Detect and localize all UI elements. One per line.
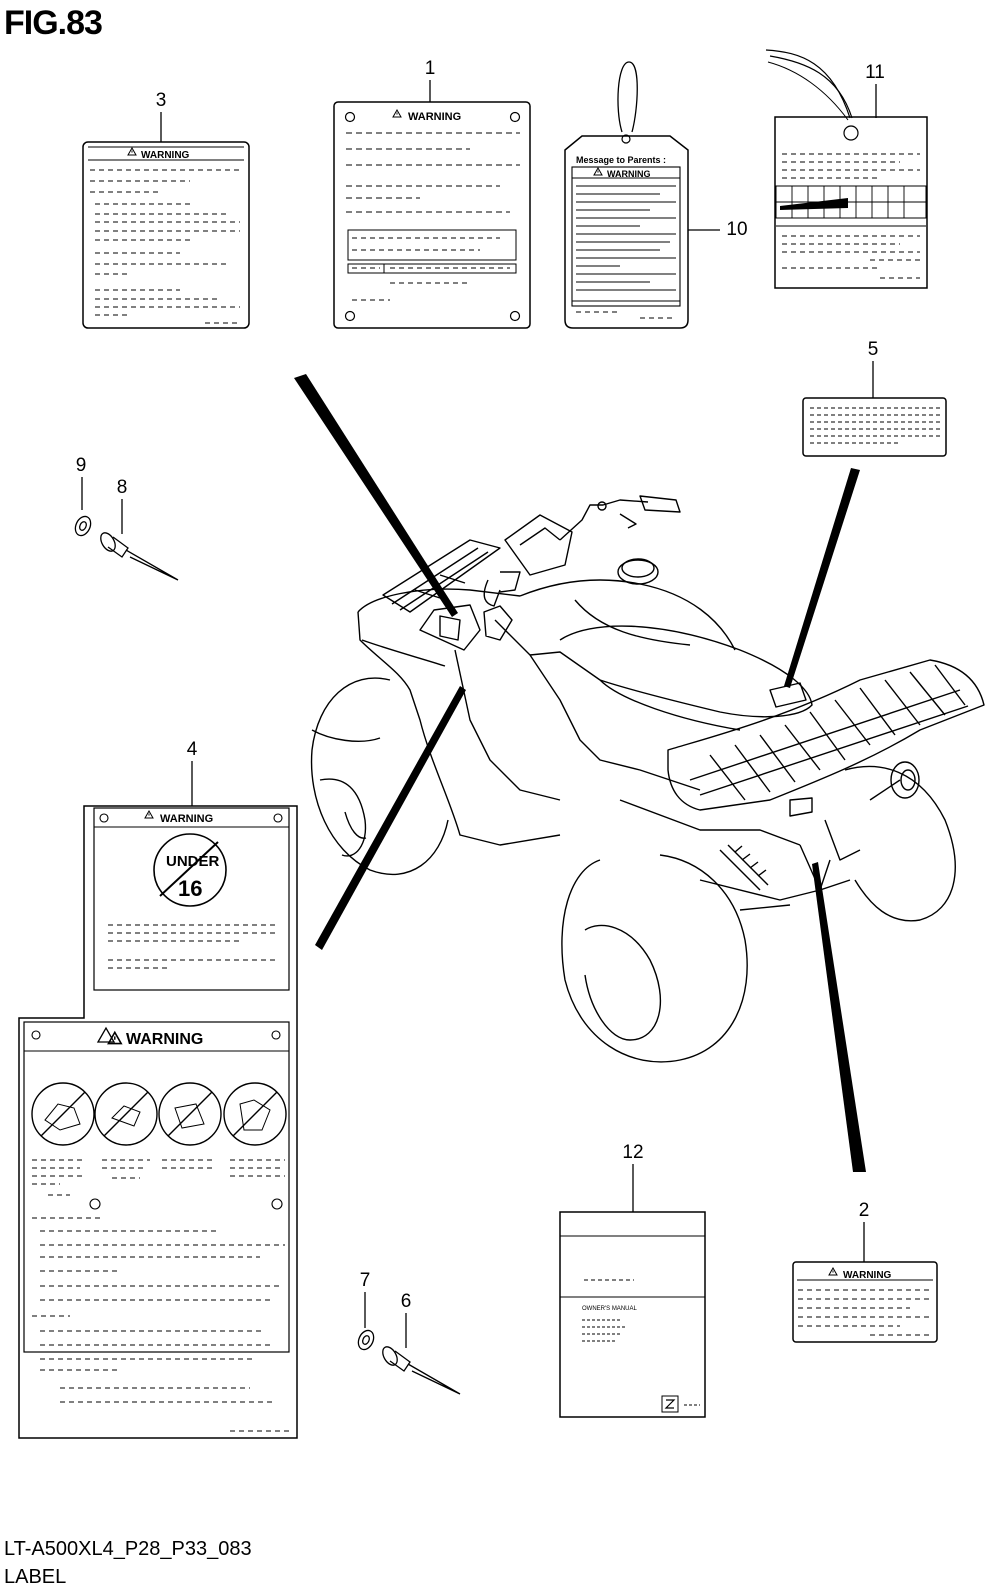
part-9-washer xyxy=(74,515,92,537)
svg-text:WARNING: WARNING xyxy=(126,1031,203,1048)
label-4-warning: WARNING UNDER 16 WARNING xyxy=(18,805,298,1439)
atv-illustration xyxy=(310,495,985,1063)
figure-title: FIG.83 xyxy=(4,4,103,42)
part-8-rivet xyxy=(100,532,179,581)
svg-text:WARNING: WARNING xyxy=(607,169,651,179)
callout-12: 12 xyxy=(622,1142,644,1163)
callout-3: 3 xyxy=(155,90,167,111)
label-3-warning: WARNING xyxy=(82,141,250,329)
item-12-owners-manual: OWNER'S MANUAL xyxy=(559,1211,706,1418)
svg-text:WARNING: WARNING xyxy=(843,1270,892,1281)
callout-4: 4 xyxy=(186,739,198,760)
pointer-lines xyxy=(294,374,866,1172)
callout-6: 6 xyxy=(400,1291,412,1312)
svg-text:WARNING: WARNING xyxy=(141,150,190,161)
callout-7: 7 xyxy=(359,1270,371,1291)
label-10-parents-tag: Message to Parents : WARNING xyxy=(564,61,689,329)
callout-2: 2 xyxy=(858,1200,870,1221)
svg-text:Message to Parents :: Message to Parents : xyxy=(576,155,666,165)
svg-text:UNDER: UNDER xyxy=(166,853,220,870)
callout-10: 10 xyxy=(726,219,748,240)
part-6-rivet xyxy=(382,1346,461,1395)
svg-text:WARNING: WARNING xyxy=(160,813,213,825)
svg-text:WARNING: WARNING xyxy=(408,111,461,123)
label-2-warning: WARNING xyxy=(792,1261,938,1343)
part-7-washer xyxy=(357,1329,375,1351)
callout-11: 11 xyxy=(865,62,885,83)
svg-text:OWNER'S MANUAL: OWNER'S MANUAL xyxy=(582,1306,637,1312)
callout-1: 1 xyxy=(424,58,436,79)
label-5 xyxy=(802,397,947,457)
label-1-warning: WARNING xyxy=(333,101,531,329)
section-name: LABEL xyxy=(4,1566,67,1588)
callout-8: 8 xyxy=(116,477,128,498)
label-11-hang-tag xyxy=(765,49,928,289)
callout-9: 9 xyxy=(75,455,87,476)
callout-5: 5 xyxy=(867,339,879,360)
leader-lines xyxy=(81,80,877,1348)
model-code: LT-A500XL4_P28_P33_083 xyxy=(4,1538,252,1560)
svg-text:16: 16 xyxy=(178,876,202,901)
